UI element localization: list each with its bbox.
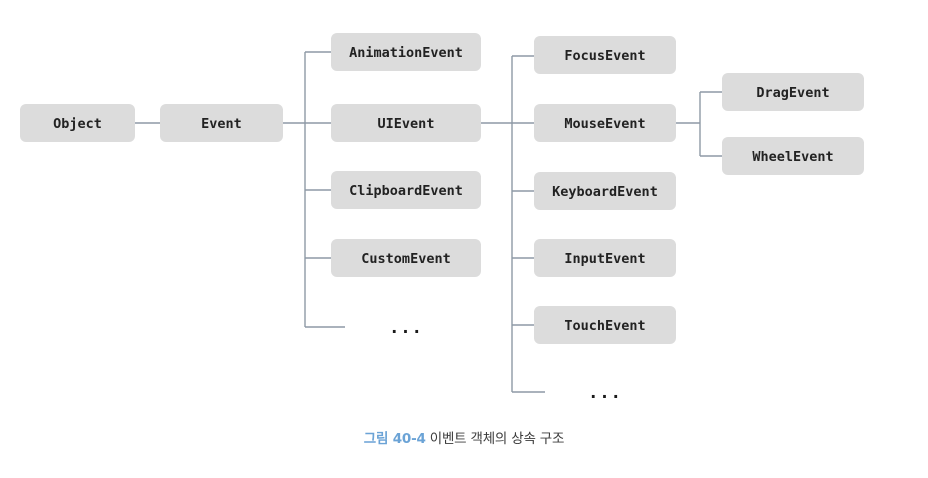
node-customevent-box[interactable] xyxy=(331,239,481,277)
node-group: Object Event AnimationEvent UIEvent Clip… xyxy=(20,33,864,344)
figure-caption-text: 이벤트 객체의 상속 구조 xyxy=(429,431,565,447)
connector-group xyxy=(135,51,722,393)
node-wheelevent[interactable]: WheelEvent xyxy=(722,137,864,175)
node-dragevent-box[interactable] xyxy=(722,73,864,111)
node-focusevent-label: FocusEvent xyxy=(564,48,645,64)
ellipsis-group: ... ... xyxy=(389,318,622,403)
node-focusevent[interactable]: FocusEvent xyxy=(534,36,676,74)
node-inputevent-label: InputEvent xyxy=(564,251,645,267)
node-mouseevent-box[interactable] xyxy=(534,104,676,142)
node-event-label: Event xyxy=(201,116,242,132)
node-clipboardevent-box[interactable] xyxy=(331,171,481,209)
node-wheelevent-label: WheelEvent xyxy=(752,149,833,165)
node-customevent-label: CustomEvent xyxy=(361,251,450,267)
node-event-box[interactable] xyxy=(160,104,283,142)
node-inputevent-box[interactable] xyxy=(534,239,676,277)
node-keyboardevent-label: KeyboardEvent xyxy=(552,184,658,200)
node-uievent-label: UIEvent xyxy=(378,116,435,132)
ellipsis-uievent-children: ... xyxy=(588,383,622,403)
node-keyboardevent[interactable]: KeyboardEvent xyxy=(534,172,676,210)
node-uievent-box[interactable] xyxy=(331,104,481,142)
node-animationevent[interactable]: AnimationEvent xyxy=(331,33,481,71)
node-focusevent-box[interactable] xyxy=(534,36,676,74)
ellipsis-event-children: ... xyxy=(389,318,423,338)
node-wheelevent-box[interactable] xyxy=(722,137,864,175)
node-touchevent-label: TouchEvent xyxy=(564,318,645,334)
node-mouseevent[interactable]: MouseEvent xyxy=(534,104,676,142)
node-mouseevent-label: MouseEvent xyxy=(564,116,645,132)
node-object[interactable]: Object xyxy=(20,104,135,142)
node-touchevent-box[interactable] xyxy=(534,306,676,344)
node-dragevent-label: DragEvent xyxy=(756,85,829,101)
node-uievent[interactable]: UIEvent xyxy=(331,104,481,142)
node-animationevent-label: AnimationEvent xyxy=(349,45,463,61)
node-customevent[interactable]: CustomEvent xyxy=(331,239,481,277)
node-touchevent[interactable]: TouchEvent xyxy=(534,306,676,344)
node-object-box[interactable] xyxy=(20,104,135,142)
node-object-label: Object xyxy=(53,116,102,132)
node-dragevent[interactable]: DragEvent xyxy=(722,73,864,111)
node-clipboardevent-label: ClipboardEvent xyxy=(349,183,463,199)
node-event[interactable]: Event xyxy=(160,104,283,142)
node-animationevent-box[interactable] xyxy=(331,33,481,71)
node-inputevent[interactable]: InputEvent xyxy=(534,239,676,277)
figure-caption-number: 그림 40-4 xyxy=(363,431,426,447)
node-clipboardevent[interactable]: ClipboardEvent xyxy=(331,171,481,209)
node-keyboardevent-box[interactable] xyxy=(534,172,676,210)
